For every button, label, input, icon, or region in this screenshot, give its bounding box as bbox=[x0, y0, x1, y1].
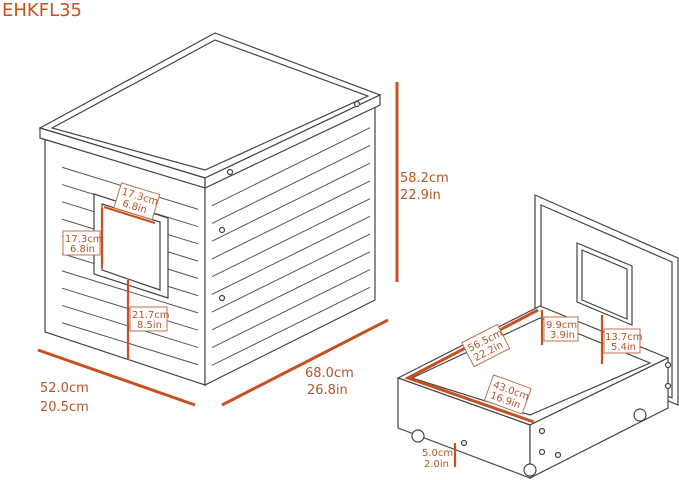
model-title: EHKFL35 bbox=[2, 0, 82, 21]
side-slat bbox=[211, 127, 371, 207]
side-slat bbox=[211, 233, 371, 313]
side-slat bbox=[211, 286, 371, 366]
caster-wheel bbox=[411, 429, 425, 443]
width-cm: 68.0cm bbox=[305, 366, 354, 381]
height-in: 22.9in bbox=[400, 188, 441, 203]
door-width-line bbox=[103, 205, 156, 225]
door-floor-cm: 21.7cm bbox=[132, 310, 170, 321]
caster-wheel bbox=[523, 463, 537, 477]
side-height-cm: 9.9cm bbox=[546, 320, 577, 331]
front-slat bbox=[61, 270, 199, 314]
height-cm: 58.2cm bbox=[400, 171, 449, 186]
door-sill-cm: 13.7cm bbox=[605, 332, 643, 343]
depth-cm: 52.0cm bbox=[40, 381, 89, 396]
depth-in: 20.5cm bbox=[40, 400, 89, 415]
depth-dimension-line bbox=[37, 348, 196, 407]
door-height-in: 6.8in bbox=[70, 244, 95, 255]
front-slat bbox=[61, 322, 199, 366]
door-floor-in: 8.5in bbox=[137, 320, 162, 331]
side-slat bbox=[211, 145, 371, 224]
side-slat bbox=[211, 180, 371, 260]
door-height-cm: 17.3cm bbox=[65, 234, 103, 245]
clearance-in: 2.0in bbox=[424, 459, 449, 470]
cat-house bbox=[38, 32, 382, 386]
width-in: 26.8in bbox=[307, 383, 348, 398]
litter-drawer bbox=[396, 194, 679, 479]
side-slat bbox=[211, 162, 371, 242]
side-height-in: 3.9in bbox=[550, 330, 575, 341]
caster-wheel bbox=[633, 408, 647, 422]
side-slat bbox=[211, 251, 371, 331]
width-dimension-line bbox=[221, 318, 389, 407]
drawer-side-face bbox=[529, 357, 669, 479]
door-sill-in: 5.4in bbox=[611, 342, 636, 353]
side-slat bbox=[211, 215, 371, 295]
side-slat bbox=[211, 269, 371, 348]
side-slat bbox=[211, 198, 371, 278]
clearance-cm: 5.0cm bbox=[422, 448, 453, 459]
